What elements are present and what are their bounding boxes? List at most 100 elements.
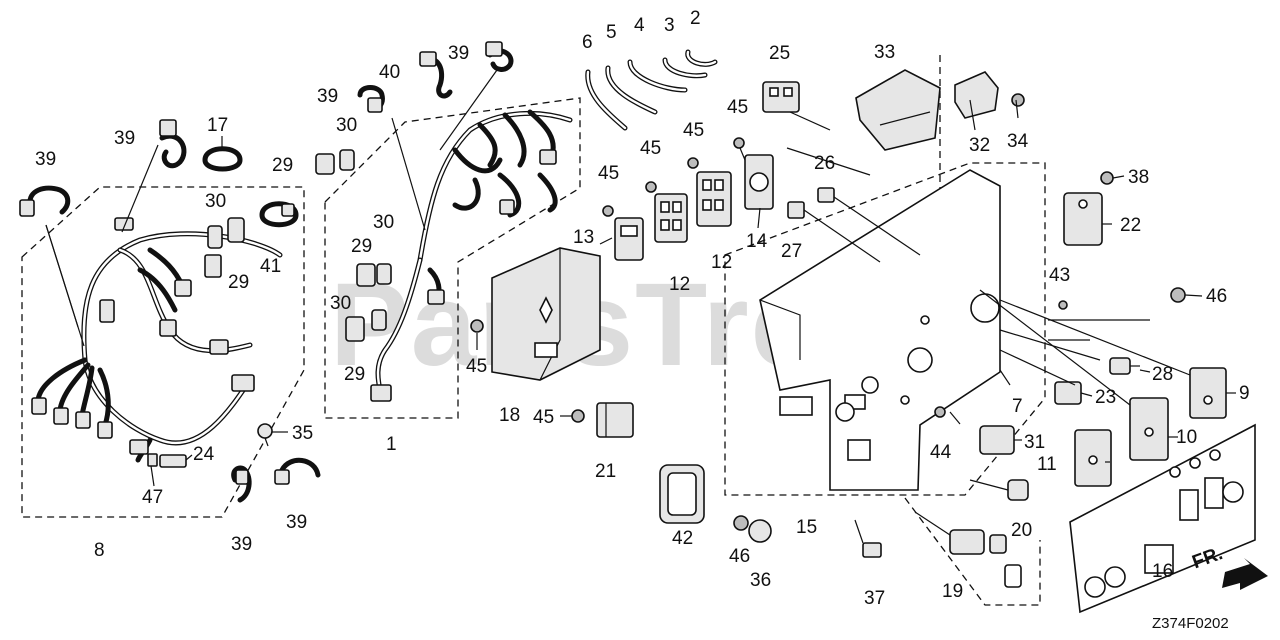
callout-27[interactable]: 27: [781, 241, 802, 262]
nut-45-b[interactable]: [645, 181, 657, 193]
breaker-25[interactable]: [762, 81, 800, 113]
panel-9[interactable]: [1189, 367, 1227, 419]
callout-17[interactable]: 17: [207, 115, 228, 136]
sleeve-29-lower[interactable]: [345, 316, 365, 342]
callout-39-e[interactable]: 39: [231, 534, 252, 555]
callout-37[interactable]: 37: [864, 588, 885, 609]
nut-46-bottom[interactable]: [733, 515, 749, 531]
clip-39-left[interactable]: [19, 185, 71, 217]
callout-1[interactable]: 1: [386, 434, 397, 455]
panel-11[interactable]: [1074, 429, 1112, 487]
callout-32[interactable]: 32: [969, 135, 990, 156]
bolt-35[interactable]: [257, 423, 273, 447]
callout-18[interactable]: 18: [499, 405, 520, 426]
callout-39-a[interactable]: 39: [35, 149, 56, 170]
screw-38[interactable]: [1100, 171, 1114, 185]
callout-29-d[interactable]: 29: [344, 364, 365, 385]
nut-45-d[interactable]: [733, 137, 745, 149]
callout-39-f[interactable]: 39: [286, 512, 307, 533]
sleeve-30-mid[interactable]: [376, 263, 392, 285]
switch-20[interactable]: [969, 479, 1029, 501]
callout-26[interactable]: 26: [814, 153, 835, 174]
callout-45-c[interactable]: 45: [683, 120, 704, 141]
relay-21[interactable]: [596, 402, 634, 438]
callout-33[interactable]: 33: [874, 42, 895, 63]
callout-20[interactable]: 20: [1011, 520, 1032, 541]
callout-5[interactable]: 5: [606, 22, 617, 43]
jumper-wire-2[interactable]: [685, 49, 718, 67]
callout-29-c[interactable]: 29: [351, 236, 372, 257]
callout-12-a[interactable]: 12: [669, 274, 690, 295]
callout-38[interactable]: 38: [1128, 167, 1149, 188]
gasket-42[interactable]: [659, 464, 705, 524]
callout-39-d[interactable]: 39: [448, 43, 469, 64]
band-39-bottom[interactable]: [274, 458, 321, 485]
callout-30-b[interactable]: 30: [205, 191, 226, 212]
callout-2[interactable]: 2: [690, 8, 701, 29]
washer-45-f[interactable]: [571, 409, 585, 423]
module-32[interactable]: [954, 71, 999, 119]
washer-45-e[interactable]: [470, 319, 484, 333]
band-41[interactable]: [259, 201, 299, 228]
sleeve-29-left[interactable]: [227, 217, 245, 243]
callout-45-f[interactable]: 45: [533, 407, 554, 428]
bracket-22[interactable]: [1063, 192, 1103, 246]
callout-24[interactable]: 24: [193, 444, 215, 465]
callout-15[interactable]: 15: [796, 517, 817, 538]
switch-23[interactable]: [1054, 381, 1082, 405]
callout-30-a[interactable]: 30: [336, 115, 357, 136]
callout-39-c[interactable]: 39: [317, 86, 338, 107]
callout-45-a[interactable]: 45: [598, 163, 619, 184]
callout-4[interactable]: 4: [634, 15, 645, 36]
wire-harness-1[interactable]: [370, 109, 573, 402]
cap-36[interactable]: [748, 519, 772, 543]
sleeve-30-left[interactable]: [207, 225, 223, 249]
jumper-wire-5[interactable]: [605, 65, 658, 115]
callout-10[interactable]: 10: [1176, 427, 1197, 448]
callout-31[interactable]: 31: [1024, 432, 1045, 453]
callout-29-b[interactable]: 29: [228, 272, 249, 293]
callout-11[interactable]: 11: [1037, 454, 1057, 475]
sleeve-30-top[interactable]: [339, 149, 355, 171]
callout-22[interactable]: 22: [1120, 215, 1141, 236]
callout-40[interactable]: 40: [379, 62, 400, 83]
panel-10[interactable]: [1129, 397, 1169, 461]
jumper-wire-4[interactable]: [627, 59, 688, 93]
callout-21[interactable]: 21: [595, 461, 616, 482]
callout-45-b[interactable]: 45: [640, 138, 661, 159]
front-label-16[interactable]: [1069, 423, 1256, 614]
sleeve-30-lower[interactable]: [371, 309, 387, 331]
nut-45-a[interactable]: [602, 205, 614, 217]
callout-45-e[interactable]: 45: [466, 356, 487, 377]
outlet-31[interactable]: [979, 425, 1015, 455]
callout-16[interactable]: 16: [1152, 561, 1173, 582]
callout-23[interactable]: 23: [1095, 387, 1116, 408]
callout-29-a[interactable]: 29: [272, 155, 293, 176]
control-box-18[interactable]: [491, 247, 601, 381]
callout-44[interactable]: 44: [930, 442, 952, 463]
callout-3[interactable]: 3: [664, 15, 675, 36]
callout-39-b[interactable]: 39: [114, 128, 135, 149]
callout-9[interactable]: 9: [1239, 383, 1250, 404]
wire-harness-8[interactable]: [31, 217, 283, 463]
callout-7[interactable]: 7: [1012, 396, 1023, 417]
callout-45-d[interactable]: 45: [727, 97, 748, 118]
callout-12-b[interactable]: 12: [711, 252, 732, 273]
callout-46-a[interactable]: 46: [729, 546, 750, 567]
clip-39-bottom-left[interactable]: [231, 465, 252, 503]
callout-43[interactable]: 43: [1049, 265, 1070, 286]
fuse-holder-28[interactable]: [1109, 357, 1140, 375]
receptacle-12-right[interactable]: [696, 171, 732, 227]
callout-47[interactable]: 47: [142, 487, 163, 508]
receptacle-14[interactable]: [744, 154, 774, 210]
jumper-wire-6[interactable]: [585, 69, 628, 131]
receptacle-12-left[interactable]: [654, 193, 688, 243]
callout-41[interactable]: 41: [260, 256, 281, 277]
callout-30-c[interactable]: 30: [373, 212, 394, 233]
jumper-wire-3[interactable]: [662, 57, 708, 79]
cover-33[interactable]: [855, 69, 941, 151]
clip-39-upper[interactable]: [159, 119, 187, 169]
switch-27[interactable]: [787, 201, 805, 219]
callout-8[interactable]: 8: [94, 540, 105, 561]
callout-6[interactable]: 6: [582, 32, 593, 53]
